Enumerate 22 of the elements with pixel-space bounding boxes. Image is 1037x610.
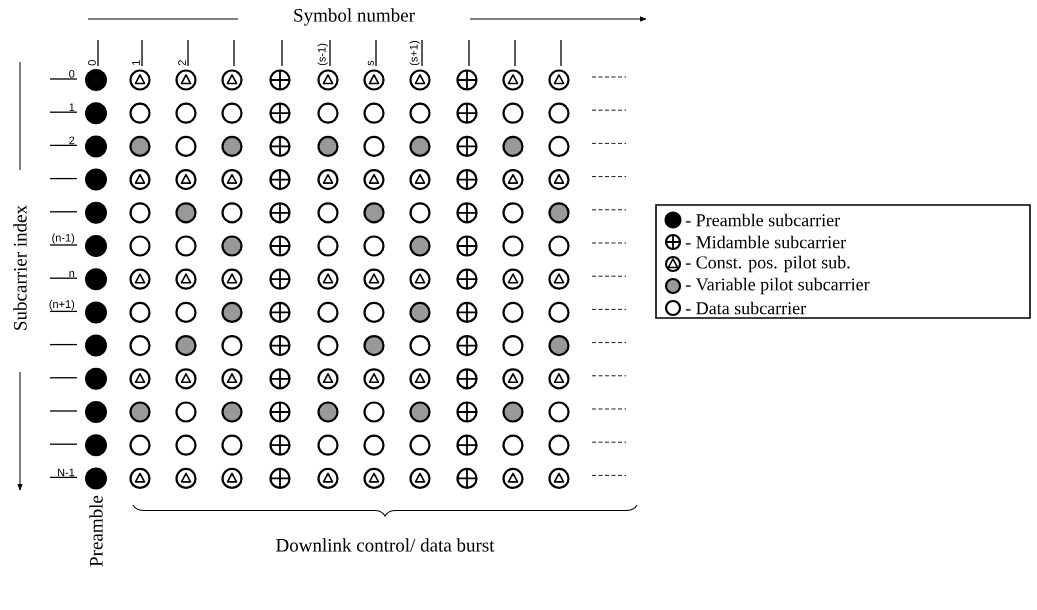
axis-title: Preamble xyxy=(89,495,103,567)
row-label: (n+1) xyxy=(49,299,75,311)
column-label: (s-1) xyxy=(317,43,328,66)
row-label: N-1 xyxy=(58,468,75,477)
row-label: 2 xyxy=(69,136,75,145)
legend-text: - Data subcarrier xyxy=(685,301,806,315)
row-label: 0 xyxy=(69,70,75,78)
axis-title: Subcarrier index xyxy=(13,205,27,330)
legend-text: - Midamble subcarrier xyxy=(685,235,846,249)
row-label: (n-1) xyxy=(52,233,75,244)
column-label: (s+1) xyxy=(409,41,420,66)
row-label: 1 xyxy=(69,103,75,111)
column-label: 0 xyxy=(88,60,96,66)
row-label: n xyxy=(69,271,75,277)
brace-label: Downlink control/ data burst xyxy=(276,538,495,552)
legend-text: - Preamble subcarrier xyxy=(685,213,840,227)
axis-title: Symbol number xyxy=(294,8,415,26)
column-label: 2 xyxy=(178,60,186,66)
column-label: s xyxy=(367,60,374,66)
column-label: 1 xyxy=(132,60,140,65)
legend-text: - Variable pilot subcarrier xyxy=(685,277,870,295)
legend-text: - Const. pos. pilot sub. xyxy=(685,255,850,273)
